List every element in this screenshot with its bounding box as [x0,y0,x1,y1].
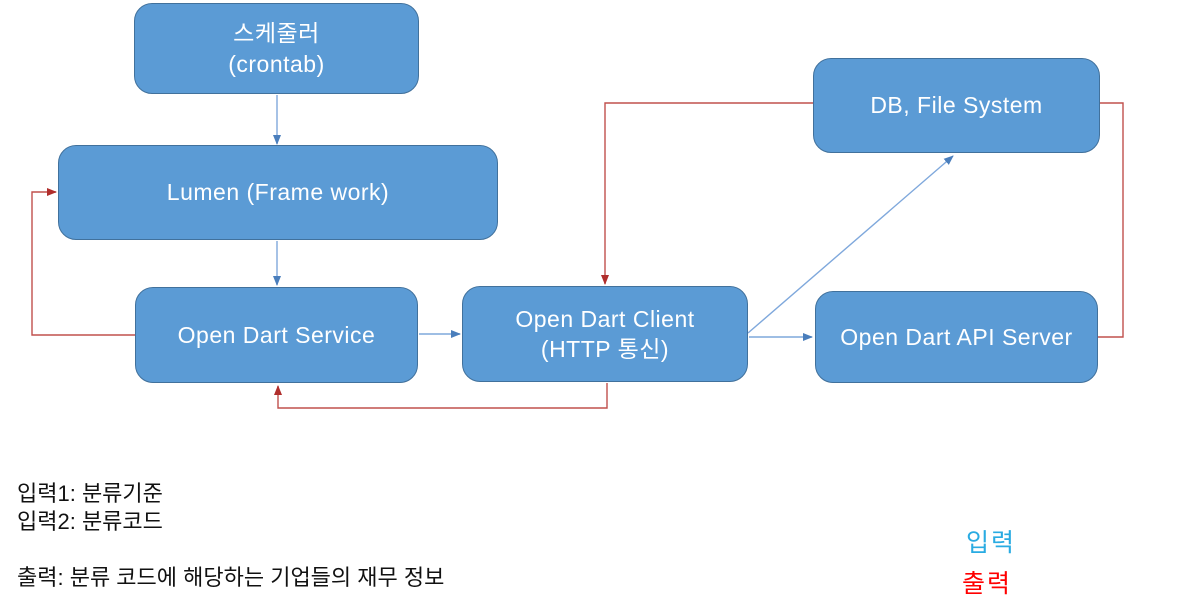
note-input1: 입력1: 분류기준 [17,481,163,506]
node-sublabel: (crontab) [228,50,325,77]
node-label: DB, File System [870,92,1043,119]
edge-service-to-lumen-return [31,188,135,336]
node-scheduler: 스케줄러 (crontab) [134,3,419,94]
node-open-dart-client: Open Dart Client (HTTP 통신) [462,286,748,382]
edge-client-to-service-return [274,383,608,409]
legend-output-label: 출력 [962,570,1013,598]
note-input2: 입력2: 분류코드 [17,509,163,534]
node-open-dart-service: Open Dart Service [135,287,418,383]
note-output: 출력: 분류 코드에 해당하는 기업들의 재무 정보 [17,565,445,590]
node-label: 스케줄러 [233,20,320,47]
node-db-file-system: DB, File System [813,58,1100,153]
node-label: Open Dart Service [177,321,376,348]
node-open-dart-api-server: Open Dart API Server [815,291,1098,383]
node-label: Open Dart Client [515,305,695,332]
node-sublabel: (HTTP 통신) [540,336,670,362]
node-lumen: Lumen (Frame work) [58,145,498,240]
node-label: Lumen (Frame work) [166,179,390,206]
edge-client-to-db [747,155,954,334]
node-label: Open Dart API Server [840,323,1073,350]
edge-api-server-to-client [601,102,1124,338]
legend-input-label: 입력 [966,529,1017,557]
